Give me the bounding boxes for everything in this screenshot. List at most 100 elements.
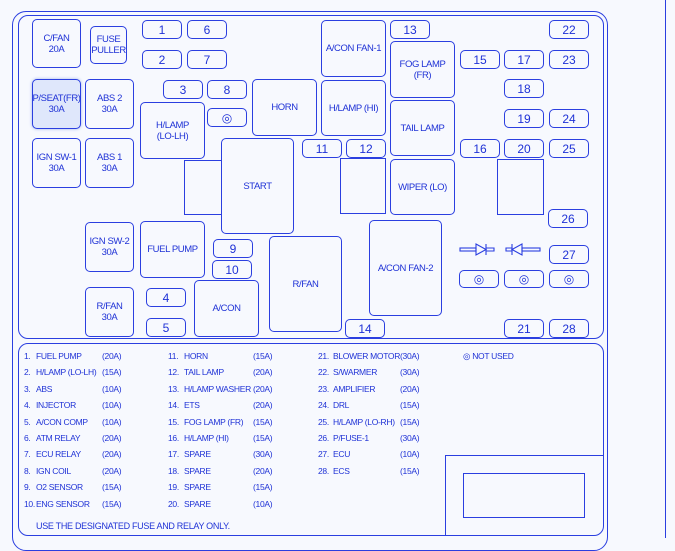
legend-name: FUEL PUMP — [36, 351, 82, 361]
legend-name: IGN COIL — [36, 465, 71, 476]
relay-wiper: WIPER (LO) — [390, 159, 455, 215]
legend-amp: (20A) — [102, 433, 122, 443]
legend-name: H/LAMP WASHER — [184, 383, 251, 394]
legend-name: S/WARMER — [333, 367, 378, 378]
legend-amp: (15A) — [253, 482, 273, 493]
legend-amp: (10A) — [400, 449, 420, 460]
relay-fuelpump: FUEL PUMP — [140, 221, 205, 278]
legend-amp: (15A) — [102, 482, 122, 493]
not-used-icon: ◎ — [518, 272, 530, 286]
legend-amp: (15A) — [400, 416, 420, 427]
legend-name: ENG SENSOR — [36, 498, 90, 509]
relay-abs2: ABS 2 30A — [85, 79, 134, 129]
fuse-15: 15 — [460, 50, 500, 69]
relay-horn: HORN — [252, 79, 317, 136]
relay-acon: A/CON — [194, 280, 259, 337]
legend-num: 9. — [24, 482, 31, 493]
legend-num: 17. — [168, 449, 179, 460]
legend-amp: (30A) — [400, 367, 420, 378]
legend-name: ECU — [333, 449, 351, 460]
legend-num: 2. — [24, 367, 31, 378]
legend-num: 25. — [318, 416, 329, 427]
legend-panel — [18, 343, 604, 536]
legend-amp: (15A) — [253, 433, 273, 443]
not-used-icon: ◎ — [473, 272, 485, 286]
fuse-27: 27 — [549, 245, 589, 264]
relay-rfan30: R/FAN 30A — [85, 287, 134, 337]
legend-num: 18. — [168, 465, 179, 476]
legend-num: 12. — [168, 367, 179, 378]
fuse-panel — [18, 15, 604, 339]
fuse-19: 19 — [504, 109, 544, 128]
fuse-23: 23 — [549, 50, 589, 69]
legend-num: 28. — [318, 465, 329, 476]
legend-not-used: ◎ NOT USED — [463, 351, 514, 362]
legend-name: SPARE — [184, 482, 211, 493]
legend-num: 8. — [24, 465, 31, 476]
legend-amp: (20A) — [102, 449, 122, 460]
legend-num: 23. — [318, 383, 329, 394]
relay-puller: FUSE PULLER — [90, 26, 127, 64]
legend-name: SPARE — [184, 465, 211, 476]
legend-name: ECS — [333, 465, 350, 476]
fuse-17: 17 — [504, 50, 544, 69]
relay-abs1: ABS 1 30A — [85, 138, 134, 188]
legend-name: A/CON COMP — [36, 416, 88, 427]
legend-name: H/LAMP (HI) — [184, 433, 229, 443]
fuse-8: 8 — [207, 80, 247, 99]
fuse-16: 16 — [460, 139, 500, 158]
not-used-icon: ◎ — [221, 110, 233, 125]
empty-socket — [497, 159, 544, 215]
legend-num: 21. — [318, 351, 329, 361]
label-area — [445, 455, 604, 536]
legend-name: O2 SENSOR — [36, 482, 83, 493]
relay-aconfan1: A/CON FAN-1 — [321, 20, 386, 77]
legend-name: SPARE — [184, 498, 211, 509]
legend-amp: (15A) — [253, 351, 273, 361]
legend-num: 24. — [318, 400, 329, 411]
fuse-5: 5 — [146, 318, 186, 337]
legend-amp: (10A) — [102, 383, 122, 394]
legend-num: 19. — [168, 482, 179, 493]
fuse-26: 26 — [548, 209, 588, 228]
edge-line — [665, 0, 667, 538]
relay-start: START — [221, 138, 294, 234]
legend-num: 6. — [24, 433, 31, 443]
diode-icons — [459, 243, 541, 256]
legend-num: 13. — [168, 383, 179, 394]
legend-num: 20. — [168, 498, 179, 509]
legend-name: TAIL LAMP — [184, 367, 224, 378]
legend-amp: (15A) — [102, 367, 122, 378]
legend-amp: (20A) — [253, 400, 273, 411]
relay-taillamp: TAIL LAMP — [390, 100, 455, 156]
fuse-7: 7 — [187, 50, 227, 69]
legend-name: SPARE — [184, 449, 211, 460]
legend-num: 16. — [168, 433, 179, 443]
not-used-icon: ◎ — [563, 272, 575, 286]
legend-name: BLOWER MOTOR — [333, 351, 401, 361]
legend-amp: (10A) — [253, 498, 273, 509]
legend-num: 15. — [168, 416, 179, 427]
legend-name: FOG LAMP (FR) — [184, 416, 244, 427]
relay-foglamp: FOG LAMP (FR) — [390, 41, 455, 98]
legend-amp: (30A) — [400, 351, 420, 361]
legend-amp: (10A) — [102, 416, 122, 427]
fuse-4: 4 — [146, 288, 186, 307]
legend-name: ECU RELAY — [36, 449, 81, 460]
legend-num: 5. — [24, 416, 31, 427]
relay-ignsw2: IGN SW-2 30A — [85, 222, 134, 272]
legend-name: INJECTOR — [36, 400, 76, 411]
fuse-25: 25 — [549, 139, 589, 158]
legend-name: ATM RELAY — [36, 433, 81, 443]
legend-name: P/FUSE-1 — [333, 433, 369, 443]
legend-amp: (20A) — [102, 351, 122, 361]
fuse-9: 9 — [213, 239, 253, 258]
not-used-socket: ◎ — [207, 108, 247, 127]
relay-cfan: C/FAN 20A — [32, 19, 81, 68]
fuse-3: 3 — [163, 80, 203, 99]
legend-num: 3. — [24, 383, 31, 394]
fuse-14: 14 — [345, 319, 385, 338]
legend-amp: (20A) — [253, 465, 273, 476]
fuse-20: 20 — [504, 139, 544, 158]
legend-num: 4. — [24, 400, 31, 411]
